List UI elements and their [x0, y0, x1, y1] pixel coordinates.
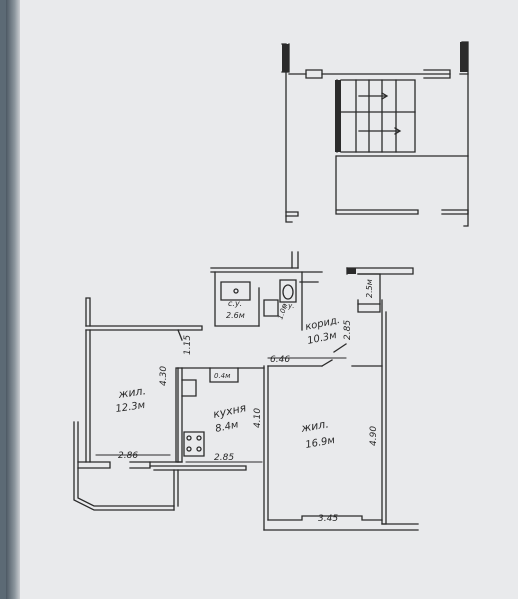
bath-name: с.у. — [282, 302, 294, 310]
kitchen-name: кухня — [212, 401, 248, 421]
dim-kitchen-width: 2.85 — [214, 453, 234, 463]
dim-corridor-width: 6.46 — [270, 355, 290, 365]
apartment-walls — [73, 251, 419, 531]
dim-kitchen-height: 4.10 — [253, 408, 263, 428]
wc-area: 2.6м — [226, 311, 245, 320]
kitchen-area: 8.4м — [214, 419, 240, 435]
dim-left-width: 2.86 — [118, 451, 138, 461]
dim-right-width: 3.45 — [318, 514, 338, 524]
floor-plan: жил. 12.3м кухня 8.4м корид. 10.3м жил. … — [73, 41, 469, 531]
builtin-area: 2.5м — [365, 279, 374, 298]
dim-right-height: 4.90 — [369, 426, 379, 446]
dim-left-door: 1.15 — [183, 335, 193, 355]
stairwell — [281, 41, 469, 227]
room-labels: жил. 12.3м кухня 8.4м корид. 10.3м жил. … — [115, 279, 374, 451]
left-room-name: жил. — [117, 384, 147, 401]
dim-corridor-height: 2.85 — [343, 320, 353, 340]
dim-left-height: 4.30 — [159, 366, 169, 386]
corridor-area: 10.3м — [306, 330, 338, 347]
right-room-area: 16.9м — [305, 435, 337, 451]
wc-name: с.у. — [228, 299, 242, 308]
closet-area: 0.4м — [214, 372, 231, 380]
page-edge-shadow — [6, 0, 20, 599]
dimension-lines — [95, 357, 347, 463]
right-room-name: жил. — [299, 417, 329, 435]
dimension-labels: 2.86 4.30 1.15 2.85 4.10 6.46 2.85 4.90 … — [118, 320, 379, 524]
scanned-page: жил. 12.3м кухня 8.4м корид. 10.3м жил. … — [6, 0, 518, 599]
left-room-area: 12.3м — [115, 400, 147, 415]
